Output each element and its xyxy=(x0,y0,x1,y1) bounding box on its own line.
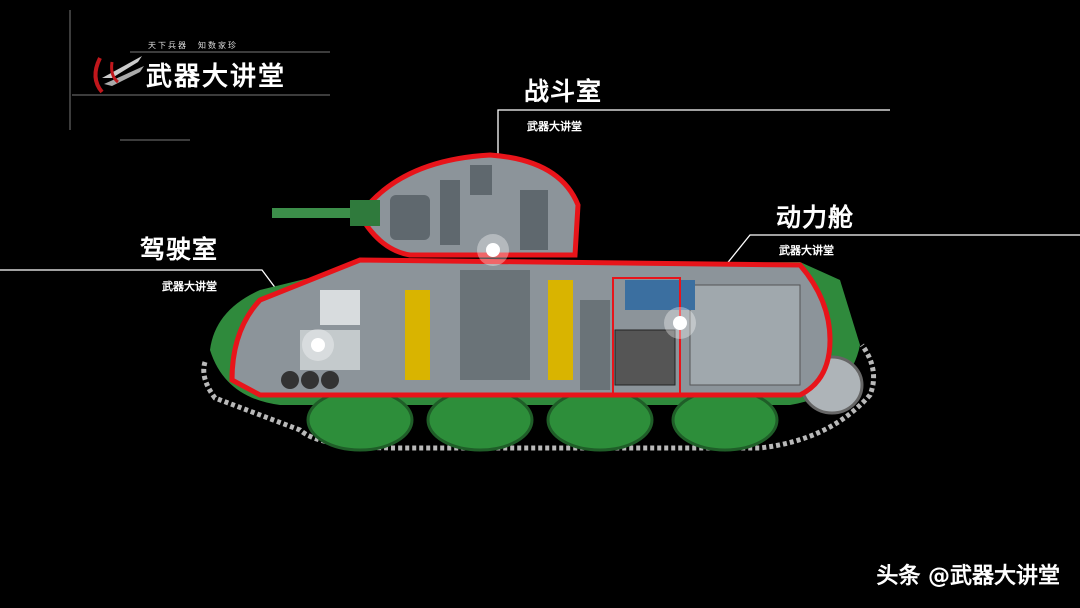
track xyxy=(201,343,877,451)
logo-title: 武器大讲堂 xyxy=(146,62,287,92)
engine-compartment-title: 动力舱 xyxy=(776,203,855,232)
shell-racks xyxy=(405,280,573,380)
driver-compartment-sub: 武器大讲堂 xyxy=(162,280,217,293)
glow-markers xyxy=(302,234,696,361)
logo-tagline: 天下兵器 知数家珍 xyxy=(148,41,238,50)
engine-compartment-sub: 武器大讲堂 xyxy=(779,244,834,257)
fighting-compartment-sub: 武器大讲堂 xyxy=(527,120,582,133)
winged-emblem-icon xyxy=(93,56,144,94)
driver-compartment-title: 驾驶室 xyxy=(140,235,219,264)
logo-decoration xyxy=(69,10,330,141)
engine-details xyxy=(612,277,801,396)
turret-details xyxy=(390,165,548,250)
fighting-details xyxy=(460,270,610,390)
gun-barrel xyxy=(272,208,372,218)
road-wheels xyxy=(306,355,864,452)
watermark: 头条 @武器大讲堂 xyxy=(876,564,1060,589)
driver-details xyxy=(281,290,360,389)
fighting-compartment-title: 战斗室 xyxy=(524,77,603,106)
